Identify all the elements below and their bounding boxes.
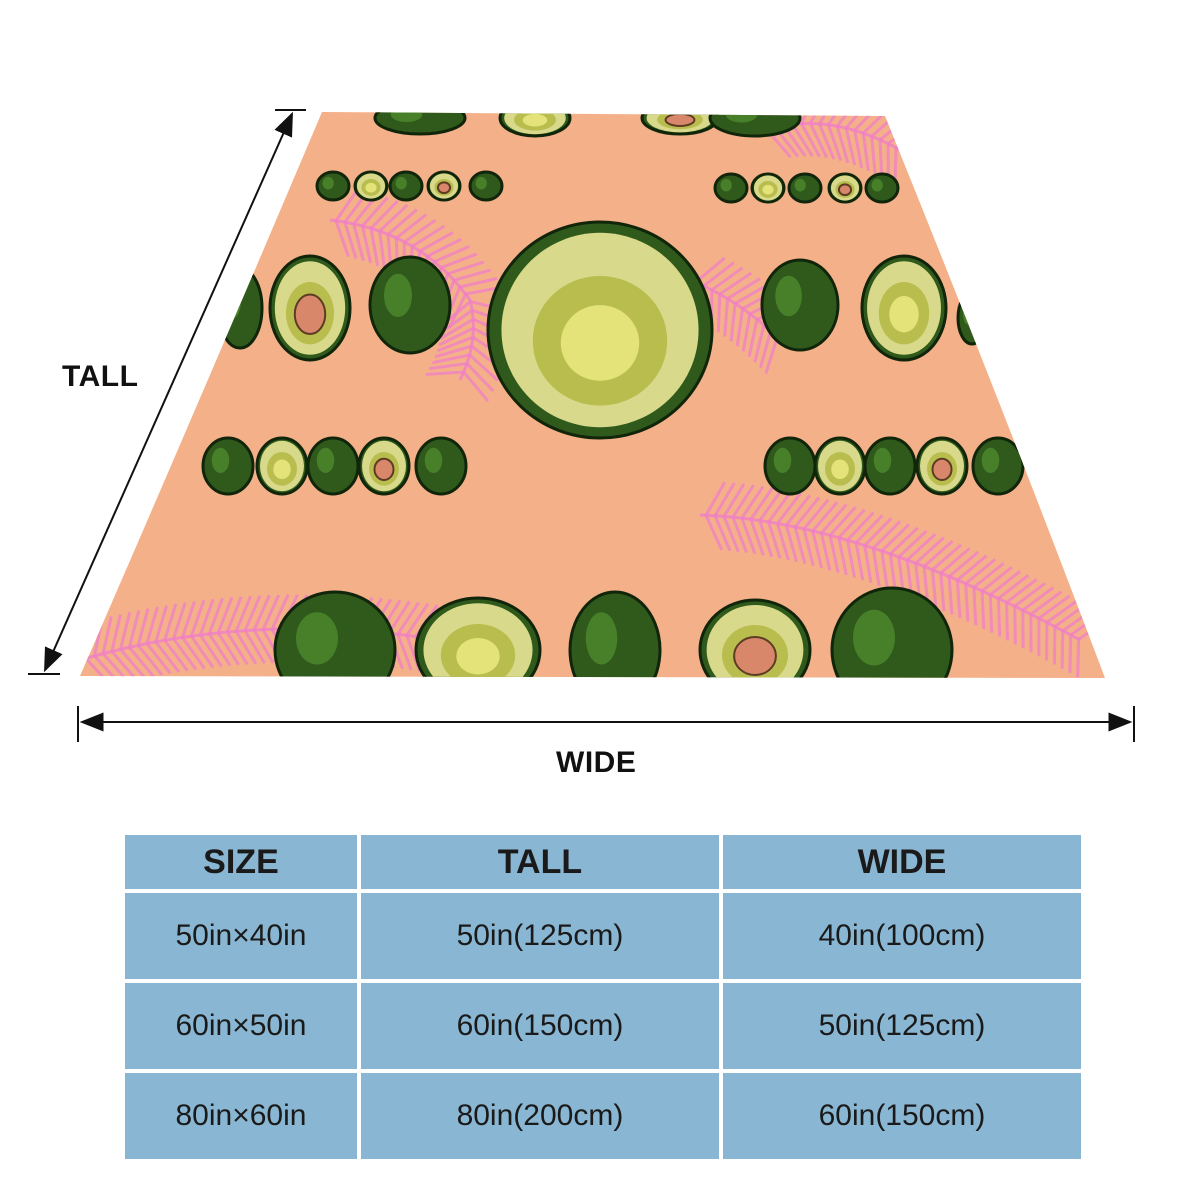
cell-wide: 50in(125cm) xyxy=(722,983,1081,1069)
avocado-small-lower-5 xyxy=(763,436,817,496)
blanket xyxy=(80,112,1105,678)
table-row: 80in×60in 80in(200cm) 60in(150cm) xyxy=(125,1073,1081,1159)
header-wide: WIDE xyxy=(722,835,1081,889)
tall-dimension xyxy=(28,109,306,675)
avocado-bottom-4 xyxy=(830,586,954,678)
avocado-bottom-0 xyxy=(273,590,397,678)
avocado-bottom-2 xyxy=(568,590,662,678)
wide-label: WIDE xyxy=(556,746,637,779)
avocado-small-lower-6 xyxy=(813,436,867,496)
blanket-diagram xyxy=(28,109,1135,742)
avocado-small-lower-4 xyxy=(414,436,468,496)
avocado-small-upper-6 xyxy=(750,172,786,204)
palm-leaf-lower-right xyxy=(699,481,1105,678)
avocado-small-upper-2 xyxy=(388,170,424,202)
cell-tall: 80in(200cm) xyxy=(360,1073,719,1159)
avocado-medium-5 xyxy=(956,290,988,346)
avocado-bottom-1 xyxy=(414,596,542,678)
cell-tall: 50in(125cm) xyxy=(360,893,719,979)
avocado-small-upper-9 xyxy=(864,172,900,204)
avocado-medium-4 xyxy=(860,254,948,362)
table-row: 50in×40in 50in(125cm) 40in(100cm) xyxy=(125,893,1081,979)
avocado-small-lower-8 xyxy=(915,436,969,496)
table-header-row: SIZE TALL WIDE xyxy=(125,835,1081,889)
avocado-small-upper-5 xyxy=(713,172,749,204)
avocado-top-0 xyxy=(373,112,467,136)
avocado-top-3 xyxy=(708,112,802,138)
cell-size: 50in×40in xyxy=(125,893,357,979)
avocado-small-lower-0 xyxy=(201,436,255,496)
header-tall: TALL xyxy=(360,835,719,889)
tall-label: TALL xyxy=(62,360,139,393)
avocado-medium-1 xyxy=(268,254,352,362)
avocado-small-upper-3 xyxy=(426,170,462,202)
avocado-small-lower-2 xyxy=(306,436,360,496)
tall-arrow xyxy=(44,111,293,673)
avocado-medium-3 xyxy=(760,258,840,352)
avocado-small-lower-3 xyxy=(357,436,411,496)
avocado-top-1 xyxy=(498,112,572,138)
wide-dimension xyxy=(77,706,1135,742)
blanket-pattern xyxy=(80,112,1105,678)
cell-wide: 60in(150cm) xyxy=(722,1073,1081,1159)
avocado-small-upper-8 xyxy=(827,172,863,204)
cell-size: 60in×50in xyxy=(125,983,357,1069)
cell-size: 80in×60in xyxy=(125,1073,357,1159)
avocado-small-upper-4 xyxy=(468,170,504,202)
header-size: SIZE xyxy=(125,835,357,889)
avocado-bottom-3 xyxy=(698,598,812,678)
avocado-small-lower-7 xyxy=(863,436,917,496)
avocado-center-large xyxy=(486,220,714,440)
cell-tall: 60in(150cm) xyxy=(360,983,719,1069)
avocado-top-2 xyxy=(640,112,720,136)
avocado-medium-0 xyxy=(216,266,264,350)
size-table: SIZE TALL WIDE 50in×40in 50in(125cm) 40i… xyxy=(121,831,1085,1163)
cell-wide: 40in(100cm) xyxy=(722,893,1081,979)
avocado-medium-2 xyxy=(368,255,452,355)
avocado-small-upper-1 xyxy=(353,170,389,202)
avocado-small-lower-9 xyxy=(971,436,1025,496)
avocado-small-lower-1 xyxy=(255,436,309,496)
avocado-small-upper-7 xyxy=(787,172,823,204)
avocado-small-upper-0 xyxy=(315,170,351,202)
table-row: 60in×50in 60in(150cm) 50in(125cm) xyxy=(125,983,1081,1069)
